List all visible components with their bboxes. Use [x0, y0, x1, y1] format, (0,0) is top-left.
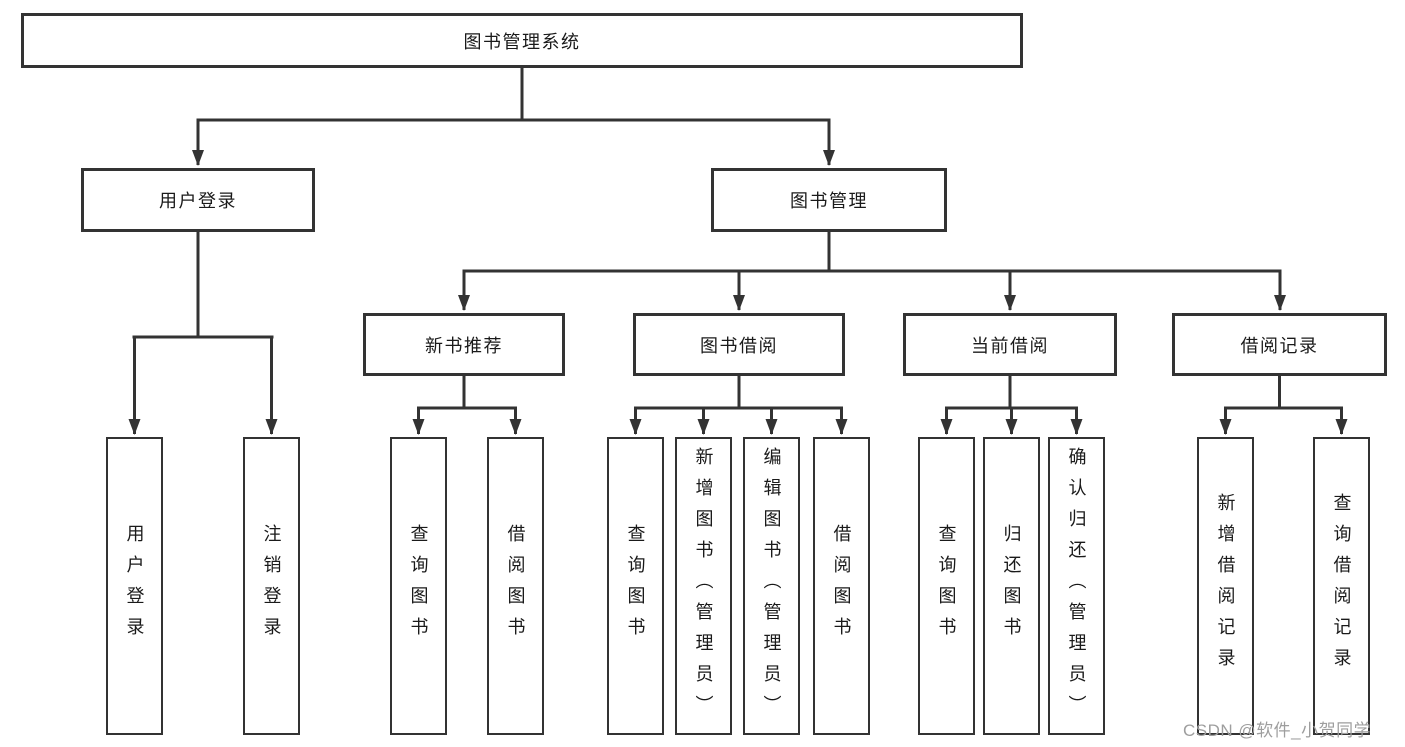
node-new-book-recommend: 新书推荐	[363, 313, 565, 376]
leaf-confirm-return-admin: 确认归还（管理员）	[1048, 437, 1105, 735]
node-book-management: 图书管理	[711, 168, 947, 232]
connector-user-login-group	[128, 232, 278, 435]
leaf-current-query-books-label: 查询图书	[936, 524, 957, 648]
leaf-borrow-query-books: 查询图书	[607, 437, 664, 735]
leaf-add-book-admin-label: 新增图书（管理员）	[693, 446, 714, 726]
node-borrowing-records: 借阅记录	[1172, 313, 1387, 376]
leaf-query-borrow-records: 查询借阅记录	[1313, 437, 1370, 735]
leaf-new-books-borrow: 借阅图书	[487, 437, 544, 735]
connector-root-to-level2	[192, 68, 835, 166]
connector-book-borrow-group	[629, 376, 848, 435]
node-book-borrowing: 图书借阅	[633, 313, 845, 376]
leaf-add-borrow-record: 新增借阅记录	[1197, 437, 1254, 735]
leaf-confirm-return-admin-label: 确认归还（管理员）	[1066, 446, 1087, 726]
node-library-management-system: 图书管理系统	[21, 13, 1023, 68]
leaf-add-borrow-record-label: 新增借阅记录	[1215, 493, 1236, 679]
node-current-borrowing: 当前借阅	[903, 313, 1117, 376]
leaf-new-books-query-label: 查询图书	[408, 524, 429, 648]
leaf-borrow-book-label: 借阅图书	[831, 524, 852, 648]
leaf-edit-book-admin-label: 编辑图书（管理员）	[761, 446, 782, 726]
csdn-watermark: CSDN @软件_小贺同学	[1183, 721, 1372, 740]
connector-borrow-records-group	[1219, 376, 1348, 435]
leaf-return-book: 归还图书	[983, 437, 1040, 735]
node-user-login: 用户登录	[81, 168, 315, 232]
leaf-edit-book-admin: 编辑图书（管理员）	[743, 437, 800, 735]
connector-book-mgmt-to-level3	[458, 232, 1286, 311]
leaf-new-books-query: 查询图书	[390, 437, 447, 735]
leaf-user-login-label: 用户登录	[124, 524, 145, 648]
leaf-current-query-books: 查询图书	[918, 437, 975, 735]
leaf-logout-label: 注销登录	[261, 524, 282, 648]
leaf-borrow-query-books-label: 查询图书	[625, 524, 646, 648]
leaf-logout: 注销登录	[243, 437, 300, 735]
leaf-borrow-book: 借阅图书	[813, 437, 870, 735]
leaf-query-borrow-records-label: 查询借阅记录	[1331, 493, 1352, 679]
connector-new-books-group	[412, 376, 522, 435]
leaf-add-book-admin: 新增图书（管理员）	[675, 437, 732, 735]
connector-current-borrow-group	[940, 376, 1083, 435]
leaf-return-book-label: 归还图书	[1001, 524, 1022, 648]
leaf-user-login: 用户登录	[106, 437, 163, 735]
leaf-new-books-borrow-label: 借阅图书	[505, 524, 526, 648]
